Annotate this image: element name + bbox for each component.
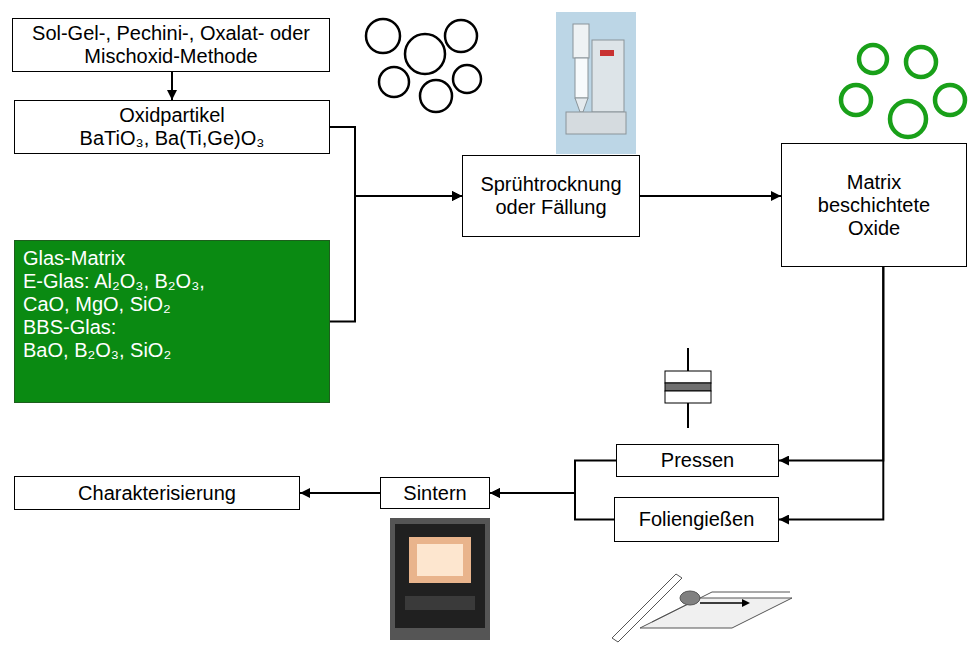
tape-sheet — [640, 598, 792, 628]
box-heading: Sprühtrocknung oder Fällung — [471, 173, 631, 219]
box-heading: Sintern — [403, 482, 466, 505]
coated-particle — [906, 47, 936, 77]
dryer-base — [566, 112, 626, 134]
box-text: BaO, B₂O₃, SiO₂ — [23, 339, 171, 362]
flow-arrow — [490, 461, 616, 494]
particle-circle — [453, 65, 481, 93]
particle-circle — [420, 80, 452, 112]
box-heading: Glas-Matrix — [23, 247, 125, 270]
doctor-blade — [612, 574, 682, 642]
flow-arrow — [300, 492, 380, 494]
slurry — [680, 591, 700, 605]
box-text: BBS-Glas: — [23, 316, 116, 339]
casting-direction-head — [742, 599, 750, 607]
flow-arrow — [490, 493, 614, 520]
dryer-cone — [575, 98, 588, 112]
box-heading: Matrix beschichtete Oxide — [790, 171, 958, 240]
process-box: Foliengießen — [614, 497, 779, 542]
tape-edge — [652, 592, 790, 622]
furnace-opening — [409, 537, 471, 583]
tape-casting-sketch — [612, 574, 792, 642]
process-box: Matrix beschichtete Oxide — [781, 143, 967, 267]
dryer-cabinet — [592, 40, 624, 112]
spray-dryer-photo — [556, 12, 636, 154]
furnace-glow — [417, 544, 463, 576]
coated-particle — [890, 101, 926, 137]
coated-particle-circles — [841, 45, 965, 137]
flow-arrow — [171, 72, 173, 100]
coated-particle — [859, 45, 887, 73]
dryer-column — [573, 24, 589, 58]
flow-arrow — [330, 127, 462, 196]
matrix-box: Glas-MatrixE-Glas: Al₂O₃, B₂O₃, CaO, MgO… — [14, 240, 330, 403]
photo-background — [390, 518, 490, 640]
furnace-panel — [405, 596, 475, 610]
particle-circle — [366, 19, 400, 53]
box-heading: Oxidpartikel — [119, 104, 225, 127]
photo-background — [556, 12, 636, 154]
box-text: BaTiO₃, Ba(Ti,Ge)O₃ — [80, 127, 265, 150]
process-box: Sprühtrocknung oder Fällung — [462, 155, 640, 237]
coated-particle — [935, 85, 965, 115]
press-rod — [687, 348, 689, 371]
box-text: E-Glas: Al₂O₃, B₂O₃, CaO, MgO, SiO₂ — [23, 270, 238, 316]
particle-circles — [366, 19, 481, 112]
dryer-chamber — [575, 58, 588, 98]
flow-arrow — [330, 196, 462, 322]
box-heading: Charakterisierung — [78, 482, 236, 505]
press-plate — [665, 391, 711, 403]
casting-direction — [700, 602, 742, 604]
press-plate — [665, 371, 711, 383]
box-heading: Sol-Gel-, Pechini-, Oxalat- oder Mischox… — [21, 22, 321, 68]
press-icon — [665, 348, 711, 428]
process-box: OxidpartikelBaTiO₃, Ba(Ti,Ge)O₃ — [14, 100, 330, 154]
process-box: Sol-Gel-, Pechini-, Oxalat- oder Mischox… — [12, 18, 330, 72]
particle-circle — [405, 34, 445, 74]
particle-circle — [379, 67, 409, 97]
dryer-display — [600, 50, 614, 56]
process-box: Charakterisierung — [14, 476, 300, 510]
box-heading: Foliengießen — [639, 508, 755, 531]
box-heading: Pressen — [661, 449, 734, 472]
press-sample — [665, 383, 711, 391]
furnace-body — [395, 524, 485, 628]
process-box: Sintern — [380, 477, 490, 509]
press-rod — [687, 403, 689, 428]
flow-arrow — [640, 195, 781, 197]
process-box: Pressen — [616, 444, 779, 477]
flow-arrow — [779, 267, 883, 461]
flow-arrow — [779, 267, 883, 520]
particle-circle — [445, 20, 477, 52]
coated-particle — [841, 85, 871, 115]
furnace-photo — [390, 518, 490, 640]
